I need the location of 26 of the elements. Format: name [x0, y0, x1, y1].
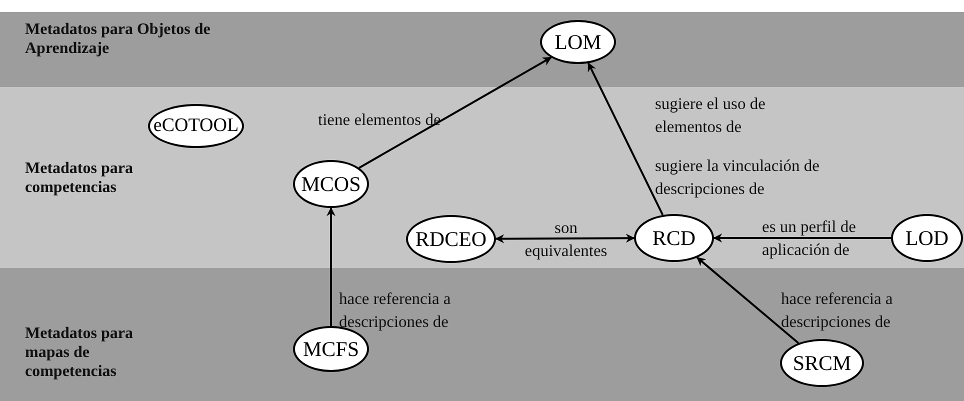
arrow — [587, 62, 664, 216]
edge-label: sugiere el uso de elementos de — [655, 93, 766, 138]
arrow — [495, 234, 635, 244]
edge-label: hace referencia a descripciones de — [781, 288, 894, 333]
ellipse-node: RDCEO — [406, 215, 496, 263]
band-heading: Metadatos para competencias — [25, 159, 134, 197]
arrow — [696, 256, 800, 344]
ellipse-node: LOM — [540, 20, 616, 64]
ellipse-node: LOD — [891, 214, 963, 262]
ellipse-node: MCOS — [293, 160, 369, 208]
edge-label: son equivalentes — [524, 217, 608, 262]
ellipse-node: RCD — [634, 214, 714, 262]
edge-label: tiene elementos de — [318, 109, 442, 131]
ellipse-node: MCFS — [293, 326, 369, 372]
band-background — [0, 268, 964, 401]
band-background — [0, 87, 964, 268]
ellipse-node: eCOTOOL — [148, 104, 244, 148]
arrow — [713, 234, 891, 242]
ellipse-node: SRCM — [780, 339, 864, 387]
band-heading: Metadatos para Objetos de Aprendizaje — [25, 20, 212, 58]
edge-label: es un perfil de aplicación de — [762, 216, 857, 261]
annotation-text: sugiere la vinculación de descripciones de — [655, 155, 820, 200]
band-background — [0, 12, 964, 87]
band-heading: Metadatos para mapas de competencias — [25, 324, 134, 381]
arrow — [358, 56, 552, 169]
arrow — [326, 207, 336, 326]
